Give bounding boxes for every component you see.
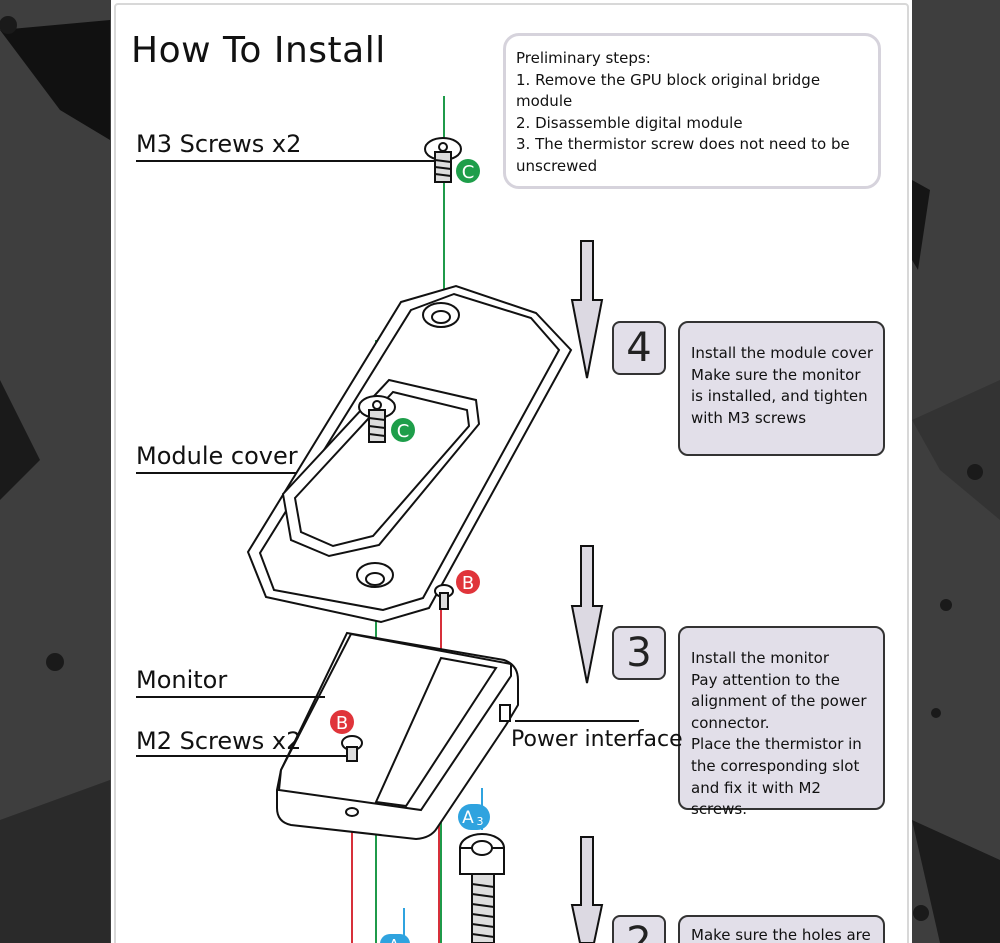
m3-screw-middle <box>358 395 396 443</box>
module-cover-shape <box>246 284 573 624</box>
marker-c-top-letter: C <box>462 162 475 183</box>
preliminary-step: 3. The thermistor screw does not need to… <box>516 135 855 175</box>
step-4-line: Install the module cover <box>691 344 873 362</box>
label-m3-screws: M3 Screws x2 <box>136 130 302 158</box>
step-3-box: Install the monitor Pay attention to the… <box>678 626 885 818</box>
marker-b-left <box>330 710 354 734</box>
step-4-number: 4 <box>612 321 666 375</box>
marker-c-top <box>456 159 480 183</box>
step-2-number: 2 <box>612 915 666 943</box>
marker-c-middle-letter: C <box>397 421 410 442</box>
marker-a3 <box>458 804 490 830</box>
page-title: How To Install <box>131 30 386 71</box>
preliminary-step: 1. Remove the GPU block original bridge … <box>516 70 825 111</box>
label-monitor: Monitor <box>136 666 228 694</box>
label-module-cover: Module cover <box>136 442 298 470</box>
step-4-box: Install the module cover Make sure the m… <box>678 321 885 456</box>
marker-a3-letter: A <box>462 808 474 828</box>
step-3-line: Pay attention to the alignment of the po… <box>691 670 872 732</box>
label-m2-screws: M2 Screws x2 <box>136 727 302 755</box>
step-4-arrow <box>570 240 604 379</box>
preliminary-steps-box: Preliminary steps: 1. Remove the GPU blo… <box>503 33 881 189</box>
marker-a3-subscript: 3 <box>477 815 484 828</box>
step-3-arrow <box>570 545 604 684</box>
preliminary-heading: Preliminary steps: <box>516 49 651 67</box>
step-3-line: Install the monitor <box>691 649 829 667</box>
sheet-border <box>114 3 909 943</box>
instruction-sheet: C C B B A 3 A How To Install Preliminary… <box>111 0 912 943</box>
preliminary-step: 2. Disassemble digital module <box>516 113 743 132</box>
marker-c-middle <box>391 418 415 442</box>
step-3-number: 3 <box>612 626 666 680</box>
step-2-arrow <box>570 836 604 943</box>
step-3-line: Place the thermistor in the correspondin… <box>691 735 867 819</box>
step-4-line: Make sure the monitor is installed, and … <box>691 365 873 427</box>
a3-bolt <box>459 833 505 943</box>
exploded-assembly-drawing: C C B B A 3 A <box>136 96 639 943</box>
marker-b-right-letter: B <box>462 573 474 594</box>
monitor-shape <box>276 631 519 841</box>
marker-b-right <box>456 570 480 594</box>
m2-screw-right <box>434 584 454 610</box>
step-2-line: Make sure the holes are <box>691 926 871 943</box>
marker-a-bottom <box>380 934 410 943</box>
m3-screw-top <box>424 137 462 183</box>
m2-screw-left <box>341 735 363 762</box>
marker-a-bottom-letter: A <box>389 936 400 943</box>
step-2-box: Make sure the holes are <box>678 915 885 943</box>
label-power-interface: Power interface <box>511 727 683 752</box>
marker-b-left-letter: B <box>336 713 348 734</box>
